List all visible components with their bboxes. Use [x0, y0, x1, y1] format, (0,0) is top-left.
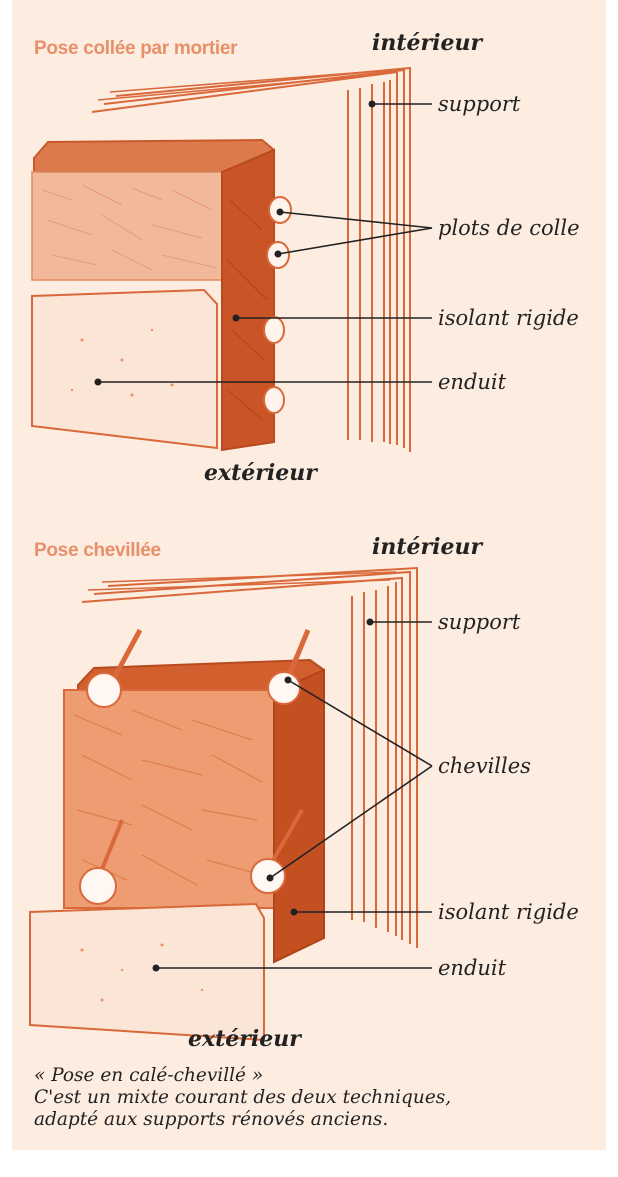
dowelled-installation-sketch: [12, 520, 606, 1065]
diagram-dowelled-installation: Pose chevillée intérieur support chevill…: [12, 520, 606, 1065]
caption-line: C'est un mixte courant des deux techniqu…: [34, 1087, 594, 1109]
exterior-label: extérieur: [188, 1026, 301, 1052]
interior-label: intérieur: [372, 534, 482, 560]
rigid-insulation-label: isolant rigide: [438, 306, 579, 330]
support-label: support: [438, 92, 520, 116]
diagram-1-title: Pose collée par mortier: [34, 38, 237, 60]
glued-installation-sketch: [12, 0, 606, 520]
caption: « Pose en calé-chevillé » C'est un mixte…: [34, 1065, 594, 1131]
render-label: enduit: [438, 956, 506, 980]
render-block: [30, 904, 264, 1040]
diagram-2-title: Pose chevillée: [34, 540, 161, 562]
render-label: enduit: [438, 370, 506, 394]
rigid-insulation-label: isolant rigide: [438, 900, 579, 924]
render-block: [32, 290, 217, 448]
diagram-glued-installation: Pose collée par mortier intérieur suppor…: [12, 0, 606, 520]
interior-label: intérieur: [372, 30, 482, 56]
exterior-label: extérieur: [204, 460, 317, 486]
support-label: support: [438, 610, 520, 634]
glue-dabs-label: plots de colle: [438, 216, 580, 240]
dowels-label: chevilles: [438, 754, 531, 778]
caption-title: « Pose en calé-chevillé »: [34, 1065, 594, 1087]
illustration-panel: Pose collée par mortier intérieur suppor…: [12, 0, 606, 1150]
caption-line: adapté aux supports rénovés anciens.: [34, 1109, 594, 1131]
